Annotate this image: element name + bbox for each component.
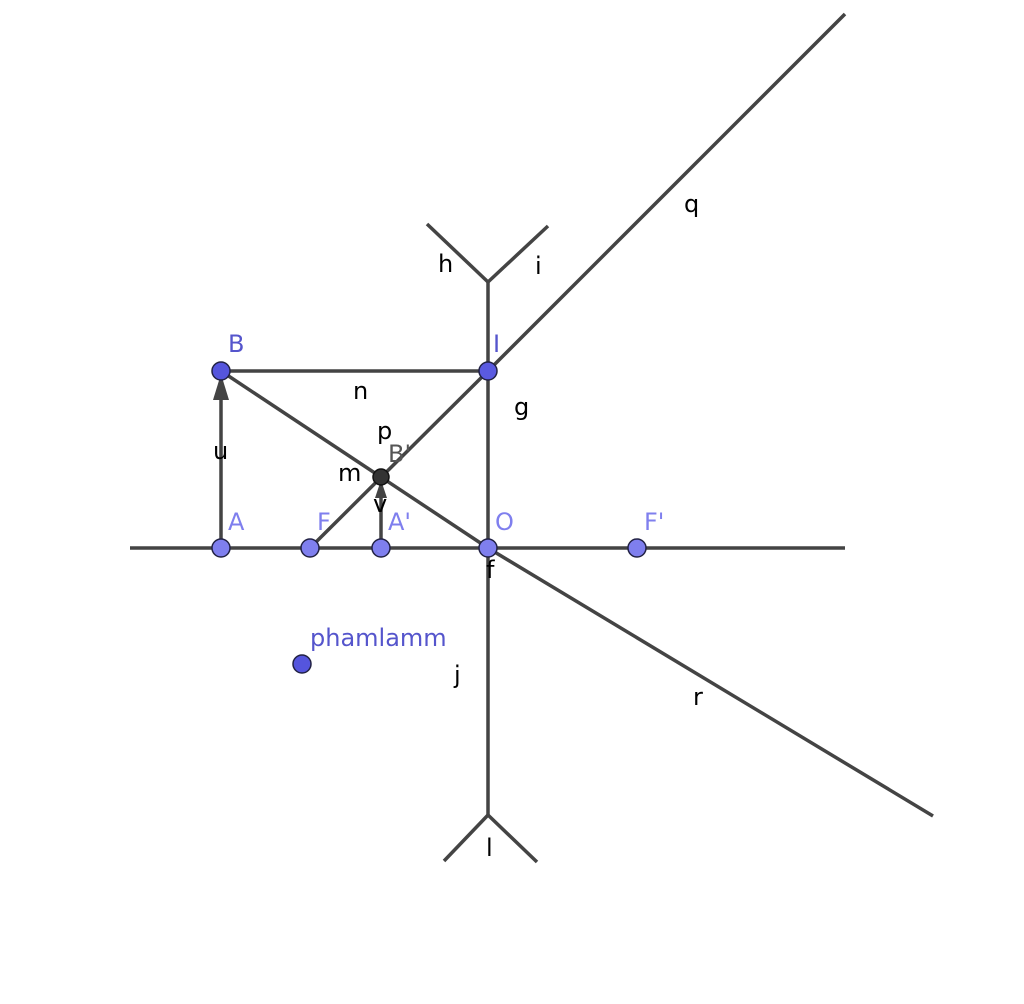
point-O[interactable] — [478, 538, 498, 558]
label-A: A — [228, 508, 245, 536]
ray-r — [487, 546, 934, 818]
label-I: I — [493, 330, 500, 358]
label-i: i — [535, 252, 542, 280]
point-F[interactable] — [300, 538, 320, 558]
point-A-prime[interactable] — [371, 538, 391, 558]
label-B: B — [228, 330, 244, 358]
lens-top-wing-h — [425, 222, 490, 284]
label-v: v — [373, 490, 387, 518]
label-l: l — [486, 834, 493, 862]
vector-v-arrowhead — [375, 480, 387, 498]
point-B[interactable] — [211, 361, 231, 381]
ray-q — [486, 12, 847, 373]
lens-top-wing-i — [486, 224, 550, 284]
point-F-prime[interactable] — [627, 538, 647, 558]
label-O: O — [495, 508, 514, 536]
label-r: r — [693, 683, 703, 711]
label-p: p — [377, 417, 392, 445]
point-I[interactable] — [478, 361, 498, 381]
segment-m — [220, 369, 489, 550]
segment-p — [308, 369, 490, 550]
point-phamlamm[interactable] — [292, 654, 312, 674]
label-F-prime: F' — [644, 508, 664, 536]
label-u: u — [213, 437, 228, 465]
label-F: F — [317, 508, 331, 536]
point-B-prime[interactable] — [372, 468, 390, 486]
label-j: j — [453, 661, 461, 689]
label-B-prime: B' — [388, 440, 411, 468]
label-g: g — [514, 393, 529, 421]
label-m: m — [338, 459, 361, 487]
label-A-prime: A' — [388, 508, 411, 536]
label-phamlamm: phamlamm — [310, 624, 447, 652]
lens-bottom-wing-left — [442, 813, 490, 863]
lens-bottom-wing-right — [486, 813, 539, 864]
label-q: q — [684, 190, 699, 218]
label-h: h — [438, 250, 453, 278]
label-n: n — [353, 377, 368, 405]
label-f: f — [486, 556, 495, 584]
vector-u-arrowhead — [213, 374, 229, 400]
point-A[interactable] — [211, 538, 231, 558]
